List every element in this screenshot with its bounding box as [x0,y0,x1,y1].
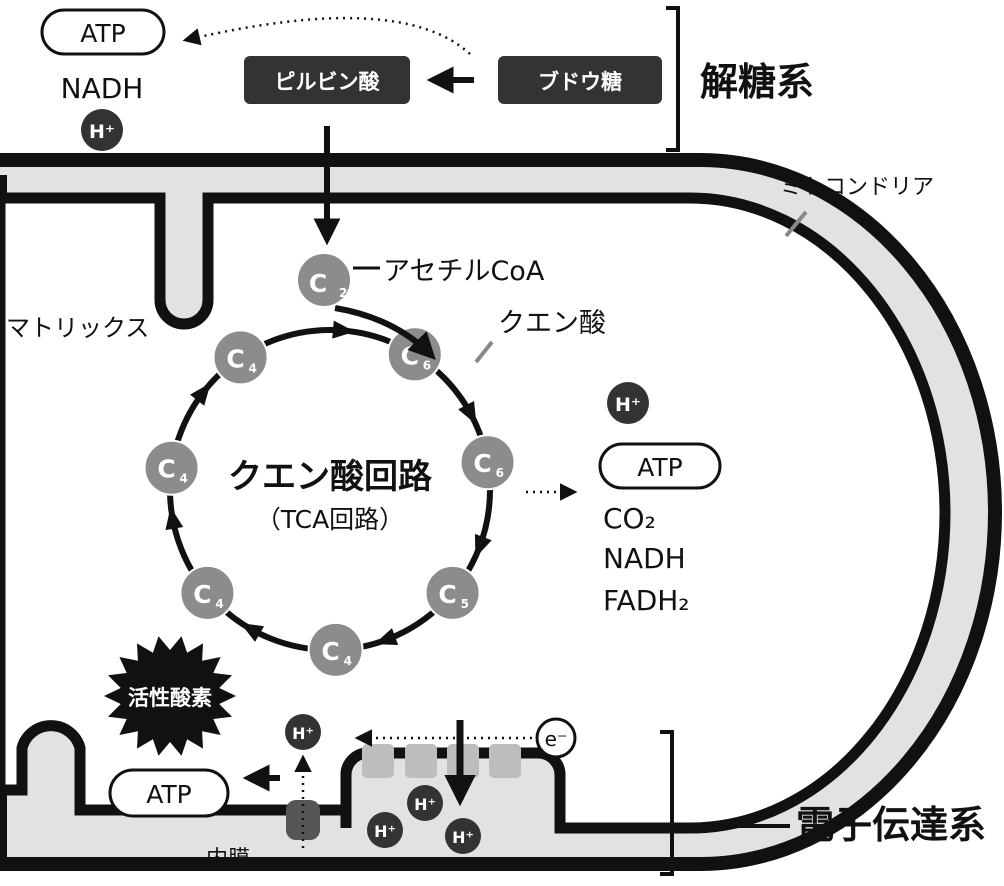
tca-node-1 [459,434,516,491]
svg-text:6: 6 [496,466,504,480]
tca-atp-box [598,442,722,490]
svg-text:H⁺: H⁺ [452,828,474,847]
inner-membrane-label: 内膜 [206,847,250,872]
electron-label: e⁻ [545,727,568,751]
glycolysis-section: ブドウ糖 ピルビン酸 ATP NADH H⁺ 解糖系 [40,6,814,246]
tca-node-label-6: C [226,344,244,373]
svg-text:2: 2 [339,286,347,300]
acetyl-coa-label: アセチルCoA [383,256,545,287]
tca-proton [607,382,649,424]
protein-complex-2 [405,744,437,778]
tca-product-fadh2: FADH₂ [603,584,690,617]
citric-acid-label: クエン酸 [498,308,606,339]
ims-proton-2 [367,812,403,848]
tca-node-5 [143,439,200,496]
mitochondria-label: ミトコンドリア [780,175,934,200]
acetyl-coa-node [296,252,352,308]
etc-bracket [660,730,674,876]
acetylcoa-to-citrate-arrow [334,305,436,360]
tca-arrowhead-3 [240,623,265,642]
ros-burst: 活性酸素 [104,636,236,756]
glycolysis-proton-label: H⁺ [89,121,115,143]
tca-arrowhead-4 [165,506,184,531]
tca-arrowheads [165,320,492,646]
tca-arrowhead-5 [190,382,211,406]
svg-text:H⁺: H⁺ [292,724,314,743]
tca-proton-label: H⁺ [615,394,641,416]
protein-complex-1 [362,744,394,778]
protein-complex-4 [489,744,521,778]
tca-product-co2: CO₂ [603,502,656,535]
etc-atp-box [108,768,230,818]
tca-arrowhead-1 [474,533,492,558]
tca-node-label-2: C [438,580,456,609]
svg-text:4: 4 [180,472,188,486]
electron [535,717,577,759]
glycolysis-nadh-label: NADH [61,72,144,105]
ims-proton-3 [445,818,481,854]
glycolysis-bracket [666,6,680,152]
tca-node-label-1: C [473,449,491,478]
tca-subtitle: （TCA回路） [256,505,404,534]
tca-node-label-5: C [157,455,175,484]
glucose-label: ブドウ糖 [538,70,622,94]
glycolysis-atp-label: ATP [80,19,126,48]
tca-product-nadh: NADH [603,542,686,575]
glycolysis-title: 解糖系 [700,60,814,104]
tca-arrowhead-2 [374,628,399,646]
svg-text:4: 4 [215,597,223,611]
tca-product-atp: ATP [637,453,683,482]
electron-transport-chain: e⁻ H⁺ H⁺ H⁺ H⁺ ATP 電子伝達系 [108,714,986,876]
svg-text:H⁺: H⁺ [414,795,436,814]
tca-arrowhead-6 [332,320,355,339]
ims-proton-1 [407,785,443,821]
matrix-proton [285,714,321,750]
etc-atp-label: ATP [146,780,192,809]
svg-text:H⁺: H⁺ [374,822,396,841]
tca-node-6 [212,329,269,386]
acetyl-coa-carbon: C [309,269,327,298]
matrix-label: マトリックス [6,314,149,342]
tca-node-4 [179,564,236,621]
svg-text:6: 6 [423,358,431,372]
tca-node-2 [424,564,481,621]
mitochondria-leader [784,210,808,238]
ros-label: 活性酸素 [128,686,212,710]
tca-node-3 [307,621,364,678]
glycolysis-atp-box [40,8,166,56]
pyruvate-to-atp-dotted-arrow [182,16,471,55]
svg-text:4: 4 [344,654,352,668]
glycolysis-proton [81,109,123,151]
tca-arrowhead-0 [458,400,477,425]
citric-acid-leader [474,340,494,364]
pyruvate-label: ピルビン酸 [275,70,381,94]
tca-title: クエン酸回路 [228,457,433,497]
etc-title: 電子伝達系 [796,803,986,847]
tca-node-label-3: C [321,637,339,666]
svg-text:4: 4 [249,361,257,375]
ros-starburst [104,636,236,756]
glucose-box [498,56,662,104]
tca-products: H⁺ ATP CO₂ NADH FADH₂ [526,382,722,617]
svg-text:5: 5 [461,597,469,611]
pyruvate-box [244,56,410,104]
tca-node-label-4: C [193,580,211,609]
